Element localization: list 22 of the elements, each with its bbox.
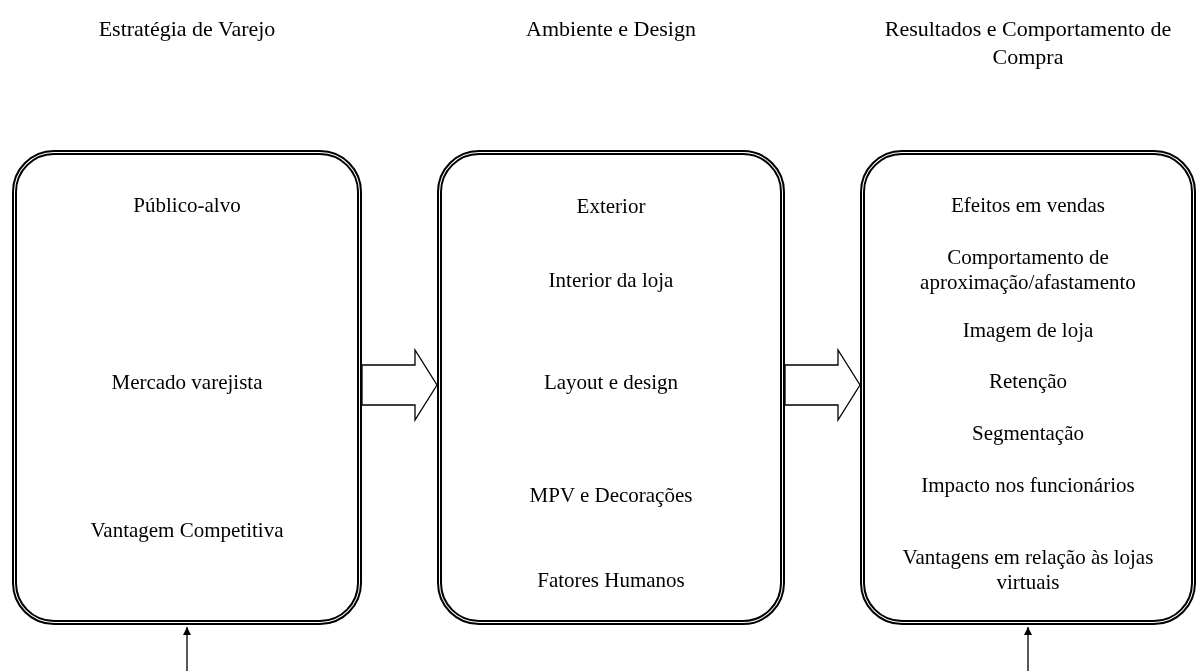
- factor-text: MPV e Decorações: [528, 482, 694, 508]
- factor-text: Vantagem Competitiva: [89, 517, 285, 543]
- column-heading: Resultados e Comportamento de Compra: [883, 15, 1173, 71]
- factor-text: Público-alvo: [132, 192, 242, 218]
- factor-text: Segmentação: [971, 420, 1085, 446]
- block-arrow: [784, 347, 861, 423]
- column-heading: Ambiente e Design: [525, 15, 697, 43]
- arrow: [1024, 626, 1032, 671]
- factor-text: Imagem de loja: [961, 317, 1095, 343]
- factor-text: Comportamento de aproximação/afastamento: [919, 245, 1137, 295]
- factor-text: Vantagens em relação às lojas virtuais: [901, 545, 1155, 595]
- factor-text: Fatores Humanos: [536, 567, 686, 593]
- block-arrow: [361, 347, 438, 423]
- factor-text: Retenção: [987, 368, 1069, 394]
- factor-text: Efeitos em vendas: [950, 192, 1106, 218]
- arrow: [183, 626, 191, 671]
- factor-text: Interior da loja: [547, 267, 675, 293]
- factor-text: Exterior: [575, 193, 647, 219]
- factor-text: Layout e design: [542, 369, 680, 395]
- column-heading: Estratégia de Varejo: [97, 15, 277, 43]
- factor-text: Mercado varejista: [110, 369, 264, 395]
- factor-text: Impacto nos funcionários: [920, 472, 1136, 498]
